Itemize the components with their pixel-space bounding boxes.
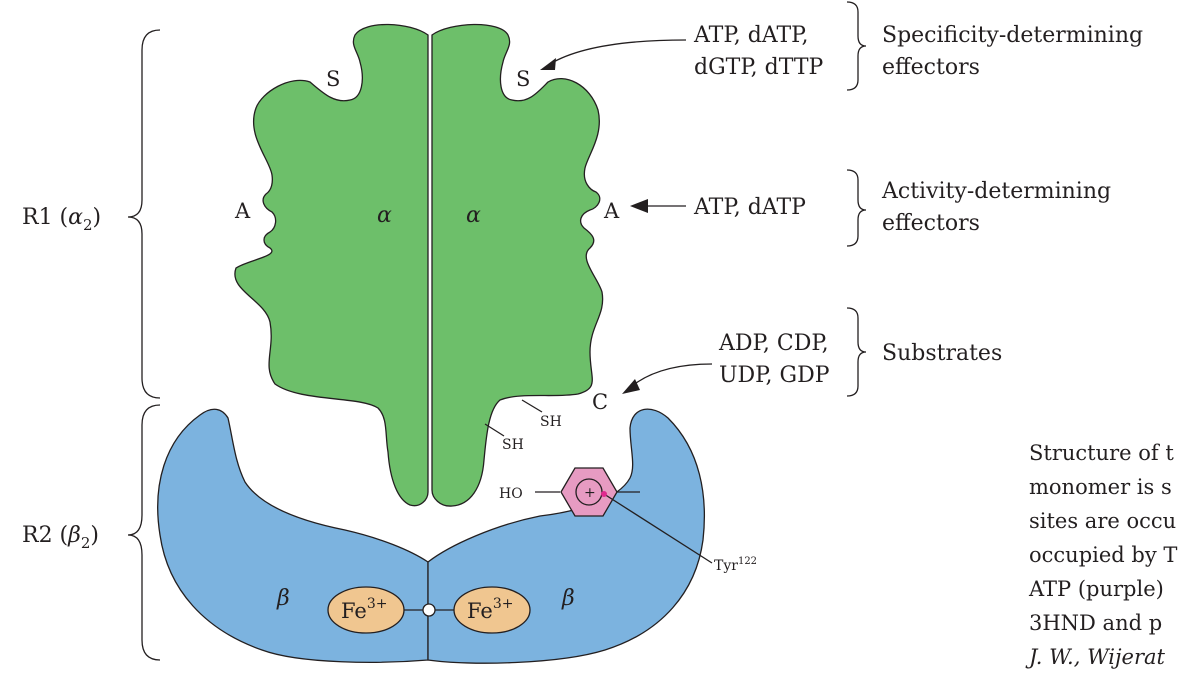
substrates-line1: ADP, CDP, <box>718 331 829 356</box>
iron-center-right <box>453 586 531 634</box>
site-a-left: A <box>234 199 251 223</box>
activity-effectors-line1: ATP, dATP <box>693 195 806 220</box>
caption-line-3: sites are occu <box>1029 509 1176 533</box>
r2-brace <box>127 404 161 661</box>
caption-line-4: occupied by T <box>1029 543 1177 567</box>
specificity-arrowhead <box>540 58 556 70</box>
sh-upper-label: SH <box>540 414 562 430</box>
specificity-label-line1: Specificity-determining <box>882 23 1143 48</box>
specificity-brace <box>846 1 867 91</box>
r1-brace <box>127 29 161 399</box>
site-a-right: A <box>603 199 620 223</box>
alpha-subunit-right <box>431 23 604 507</box>
specificity-effectors-line1: ATP, dATP, <box>693 23 808 48</box>
substrates-arrow <box>631 363 713 387</box>
alpha-left-label: α <box>377 203 392 228</box>
tyr-pointer-line <box>603 493 713 564</box>
ring-plus-label: + <box>584 485 596 501</box>
site-s-left: S <box>326 67 340 91</box>
substrates-brace <box>846 307 867 397</box>
tyr-label: Tyr122 <box>714 556 757 574</box>
iron-center-left <box>327 586 405 634</box>
alpha-left-shape <box>234 23 429 507</box>
caption-line-1: Structure of t <box>1029 441 1174 465</box>
alpha-right-label: α <box>466 203 481 228</box>
activity-label-line2: effectors <box>882 211 980 236</box>
site-c: C <box>592 390 608 414</box>
figure-caption: Structure of t monomer is s sites are oc… <box>1025 441 1177 669</box>
alpha-right-shape <box>431 23 604 507</box>
iron-left-label: Fe3+ <box>341 596 388 623</box>
sh-lower-label: SH <box>502 437 524 453</box>
beta-right-label: β <box>561 586 575 611</box>
substrates-label: Substrates <box>882 341 1002 366</box>
oxo-bridge-icon <box>422 603 436 617</box>
sh-upper-bond <box>521 399 543 413</box>
specificity-arrow <box>549 39 687 65</box>
specificity-label-line2: effectors <box>882 55 980 80</box>
r1-label: R1 (α2) <box>22 205 101 234</box>
iron-right-label: Fe3+ <box>467 596 514 623</box>
specificity-effectors-line2: dGTP, dTTP <box>694 55 824 80</box>
r2-label: R2 (β2) <box>22 523 99 552</box>
radical-dot-icon <box>601 491 607 497</box>
caption-line-7: J. W., Wijerat <box>1025 645 1166 669</box>
activity-arrowhead <box>630 199 648 213</box>
substrates-arrowhead <box>622 379 640 394</box>
caption-line-5: ATP (purple) <box>1028 577 1164 601</box>
activity-label-line1: Activity-determining <box>881 179 1111 204</box>
ho-label: HO <box>499 486 523 502</box>
substrates-line2: UDP, GDP <box>719 363 830 388</box>
activity-brace <box>846 169 867 247</box>
caption-line-2: monomer is s <box>1029 475 1172 499</box>
alpha-subunit-left <box>234 23 429 507</box>
beta-left-label: β <box>276 586 290 611</box>
site-s-right: S <box>516 67 530 91</box>
caption-line-6: 3HND and p <box>1029 611 1162 635</box>
sh-lower-bond <box>484 423 505 437</box>
